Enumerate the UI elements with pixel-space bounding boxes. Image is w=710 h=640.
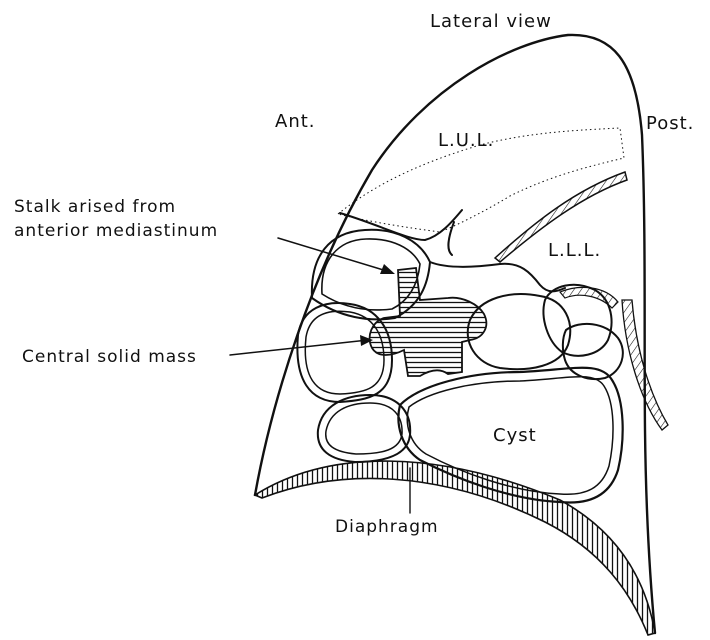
- stalk-label-line1: Stalk arised from: [14, 197, 176, 217]
- mass-arrow-line: [230, 340, 368, 355]
- upper-fissure: [340, 210, 462, 255]
- lower-lobe-septum: [430, 262, 565, 291]
- cyst-posterior-small-2: [563, 324, 623, 379]
- anterior-label: Ant.: [275, 111, 316, 132]
- upper-lobe-label: L.U.L.: [438, 130, 494, 151]
- cyst-anterior-middle-inner: [305, 311, 384, 394]
- stalk-label-line2: anterior mediastinum: [14, 221, 218, 241]
- mass-label: Central solid mass: [22, 347, 197, 367]
- diaphragm-label: Diaphragm: [335, 517, 439, 537]
- cyst-anterior-lower: [318, 395, 410, 462]
- posterior-label: Post.: [646, 113, 694, 134]
- lower-lobe-label: L.L.L.: [548, 240, 601, 261]
- cyst-anterior-lower-inner: [326, 403, 402, 454]
- central-solid-mass: [370, 268, 487, 376]
- view-title: Lateral view: [430, 11, 552, 32]
- cyst-label: Cyst: [493, 425, 537, 446]
- stalk-arrow-head: [380, 264, 395, 274]
- cyst-posterior-hatch: [560, 287, 618, 308]
